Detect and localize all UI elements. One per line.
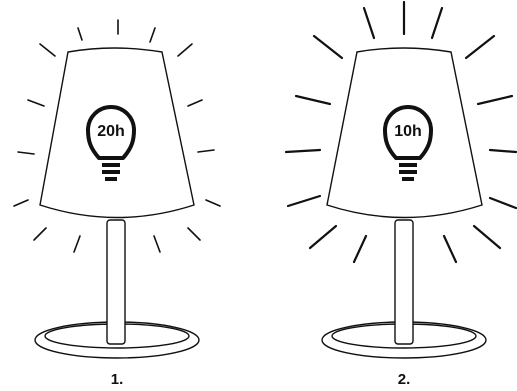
lamp-2-bulb-text: 10h bbox=[394, 123, 422, 140]
light-ray bbox=[187, 227, 201, 241]
light-ray bbox=[205, 199, 221, 207]
light-ray bbox=[187, 99, 203, 107]
lightbulb-icon bbox=[86, 105, 136, 181]
light-ray bbox=[352, 234, 368, 264]
lamp-1-bulb-text: 20h bbox=[97, 123, 125, 140]
light-ray bbox=[430, 6, 444, 40]
light-ray bbox=[294, 94, 332, 106]
lamp-1-label: 1. bbox=[111, 371, 124, 388]
lightbulb-icon bbox=[383, 105, 433, 181]
light-ray bbox=[488, 196, 517, 210]
light-ray bbox=[362, 6, 376, 40]
light-ray bbox=[149, 27, 156, 43]
lamp-1-rays bbox=[13, 19, 221, 253]
light-ray bbox=[197, 149, 215, 153]
light-ray bbox=[177, 43, 193, 57]
light-ray bbox=[476, 94, 514, 106]
light-ray bbox=[77, 27, 83, 41]
lamp-1-pole bbox=[106, 219, 126, 345]
lamp-2 bbox=[321, 47, 487, 359]
light-ray bbox=[39, 43, 56, 57]
light-ray bbox=[308, 224, 338, 250]
light-ray bbox=[17, 151, 35, 155]
light-ray bbox=[27, 99, 45, 107]
light-ray bbox=[472, 224, 502, 250]
light-ray bbox=[286, 194, 322, 208]
lamp-2-rays bbox=[284, 0, 517, 264]
lamp-1 bbox=[34, 47, 200, 359]
lamp-2-pole bbox=[394, 219, 414, 345]
lamp-2-label: 2. bbox=[398, 371, 411, 388]
light-ray bbox=[284, 148, 322, 154]
light-ray bbox=[73, 235, 81, 253]
light-ray bbox=[153, 235, 161, 253]
light-ray bbox=[13, 199, 29, 207]
light-ray bbox=[33, 227, 47, 241]
light-ray bbox=[488, 148, 517, 154]
light-ray bbox=[312, 34, 344, 60]
light-ray bbox=[442, 234, 458, 264]
light-ray bbox=[464, 34, 496, 60]
